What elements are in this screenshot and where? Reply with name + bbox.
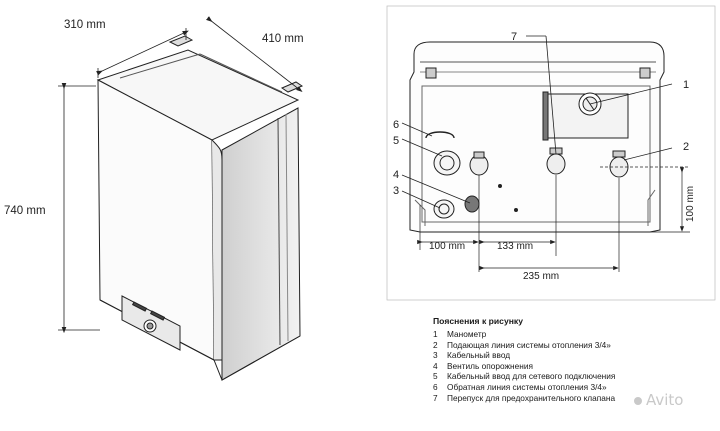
callout-7: 7 xyxy=(511,31,517,43)
dim-width-label: 310 mm xyxy=(64,19,106,31)
callout-3: 3 xyxy=(393,185,399,197)
callout-1: 1 xyxy=(683,79,689,91)
dimension-lines-left xyxy=(58,16,303,334)
dim-depth-label: 410 mm xyxy=(262,33,304,45)
callout-4: 4 xyxy=(393,169,399,181)
dim-height-label: 740 mm xyxy=(4,205,46,217)
dimension-lines-right xyxy=(417,166,690,272)
dim-100-left-label: 100 mm xyxy=(429,241,465,252)
avito-watermark: Avito xyxy=(634,391,684,409)
callout-2: 2 xyxy=(683,141,689,153)
callout-leaders xyxy=(401,35,673,209)
boiler-bottom-view xyxy=(386,5,716,301)
legend-title: Пояснения к рисунку xyxy=(433,316,524,326)
callout-5: 5 xyxy=(393,135,399,147)
dim-133-label: 133 mm xyxy=(497,241,533,252)
dim-235-label: 235 mm xyxy=(523,271,559,282)
avito-logo-icon xyxy=(634,397,642,405)
callout-6: 6 xyxy=(393,119,399,131)
boiler-isometric-view xyxy=(96,35,304,381)
dim-100-right-label: 100 mm xyxy=(685,186,696,222)
